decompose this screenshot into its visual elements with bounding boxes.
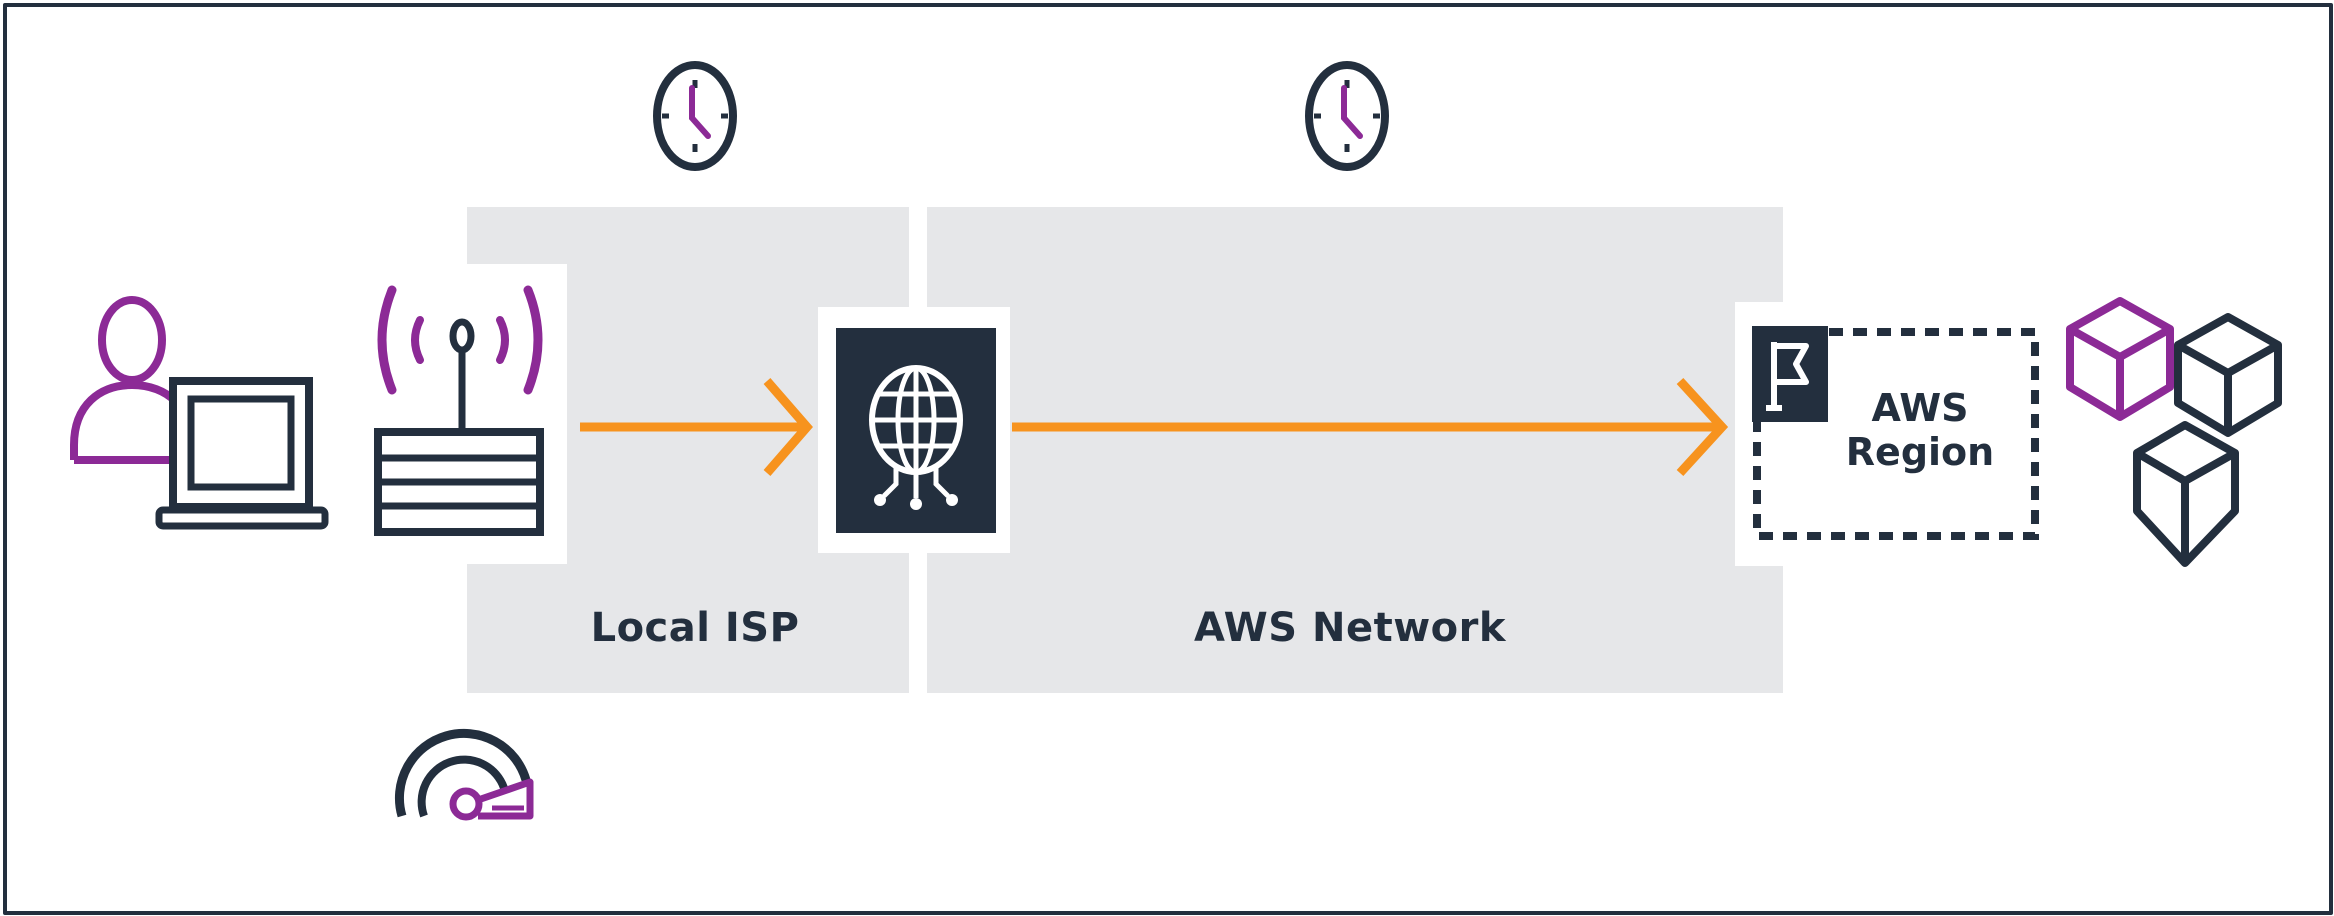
region-flag-icon	[1766, 342, 1809, 411]
aws-network-zone	[927, 207, 1783, 693]
region-label: AWS Region	[1840, 386, 2000, 474]
diagram-frame	[3, 3, 2333, 915]
speed-gauge-icon	[394, 728, 534, 821]
clock-icon	[653, 61, 737, 171]
aws-network-label: AWS Network	[1193, 605, 1506, 651]
clock-icon	[1305, 61, 1389, 171]
laptop-icon	[155, 377, 329, 530]
arrow-to-region	[1012, 377, 1729, 477]
resource-cubes-icon	[2066, 297, 2282, 567]
region-label-line1: AWS	[1871, 386, 1969, 430]
region-label-line2: Region	[1845, 430, 1995, 474]
edge-location-globe-icon	[836, 328, 996, 533]
router-icon	[374, 285, 544, 536]
user-icon	[70, 296, 178, 464]
local-isp-label: Local ISP	[590, 605, 800, 651]
region-box	[1752, 326, 2039, 540]
arrow-to-edge	[580, 378, 813, 476]
